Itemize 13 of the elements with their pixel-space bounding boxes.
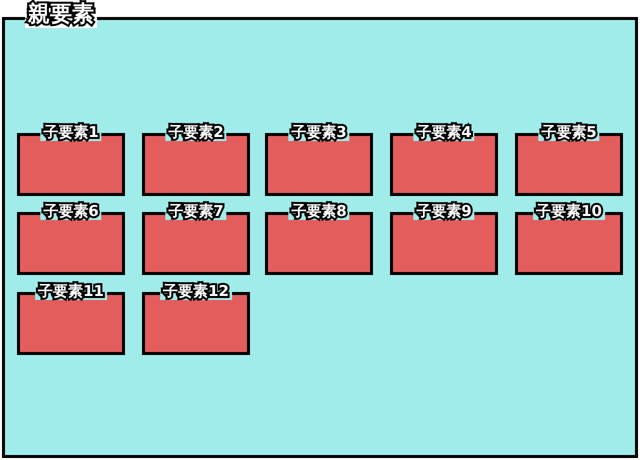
- child-label: 子要素9: [413, 202, 475, 220]
- child-label: 子要素3: [288, 123, 350, 141]
- child-label: 子要素4: [413, 123, 475, 141]
- child-label: 子要素6: [40, 202, 102, 220]
- child-label: 子要素12: [160, 282, 232, 300]
- child-label: 子要素1: [40, 123, 102, 141]
- child-label: 子要素7: [165, 202, 227, 220]
- child-label: 子要素10: [533, 202, 605, 220]
- child-label: 子要素11: [35, 282, 107, 300]
- child-label: 子要素5: [538, 123, 600, 141]
- parent-label: 親要素: [25, 2, 97, 28]
- child-label: 子要素8: [288, 202, 350, 220]
- child-label: 子要素2: [165, 123, 227, 141]
